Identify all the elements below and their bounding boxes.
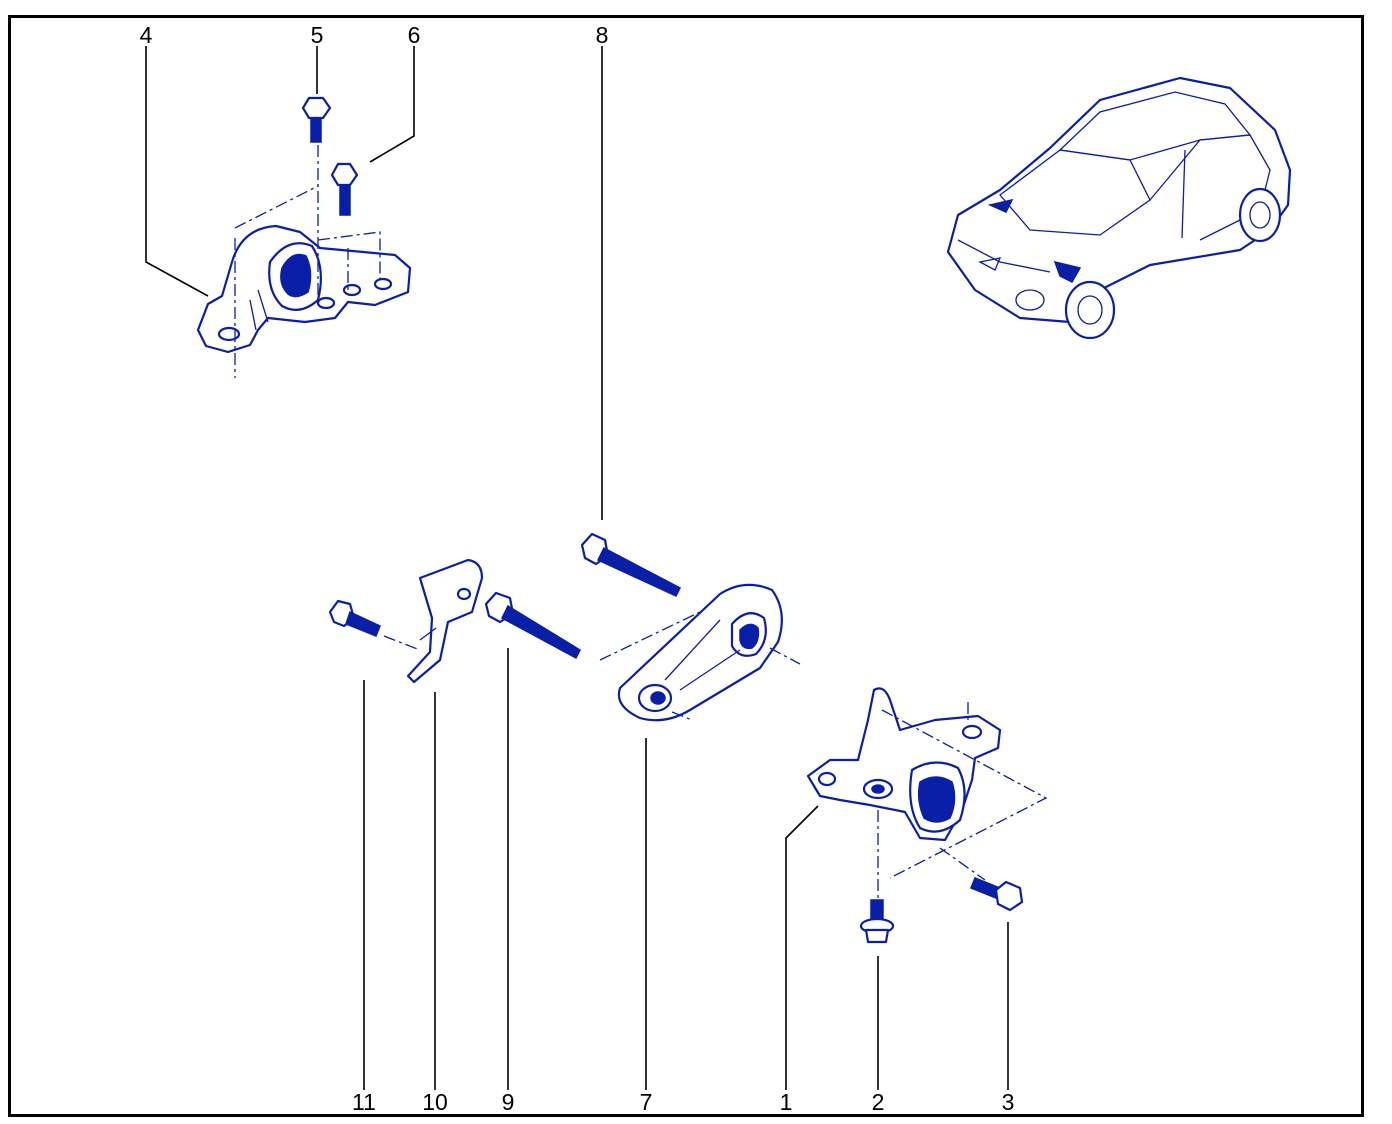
callout-1: 1 bbox=[780, 1089, 793, 1115]
leader-6 bbox=[369, 46, 415, 163]
vehicle-locator-sketch bbox=[946, 76, 1292, 340]
callout-3: 3 bbox=[1002, 1089, 1015, 1115]
callout-7: 7 bbox=[640, 1089, 653, 1115]
bolt-6 bbox=[330, 162, 359, 216]
bolt-5 bbox=[301, 96, 332, 143]
callout-11: 11 bbox=[352, 1089, 376, 1115]
left-engine-mount bbox=[196, 145, 412, 378]
bolt-2 bbox=[859, 899, 895, 944]
callout-2: 2 bbox=[872, 1089, 885, 1115]
bolt-9 bbox=[484, 591, 581, 660]
callout-6: 6 bbox=[408, 22, 421, 48]
callout-5: 5 bbox=[311, 22, 324, 48]
callout-8: 8 bbox=[596, 22, 609, 48]
diagram-frame bbox=[8, 15, 1364, 1117]
bracket-10 bbox=[406, 558, 484, 684]
leader-1 bbox=[785, 805, 819, 1090]
bolt-3 bbox=[970, 877, 1024, 912]
bolt-11 bbox=[328, 599, 421, 651]
callout-9: 9 bbox=[502, 1089, 515, 1115]
long-bolt-8 bbox=[580, 532, 681, 597]
leader-lines bbox=[145, 46, 1009, 1090]
right-engine-mount bbox=[806, 687, 1048, 900]
callout-4: 4 bbox=[140, 22, 153, 48]
callout-labels: 4 5 6 8 11 10 9 7 1 2 3 bbox=[140, 22, 1015, 1115]
callout-10: 10 bbox=[422, 1089, 448, 1115]
leader-4 bbox=[145, 46, 209, 297]
torque-rod bbox=[599, 583, 801, 722]
